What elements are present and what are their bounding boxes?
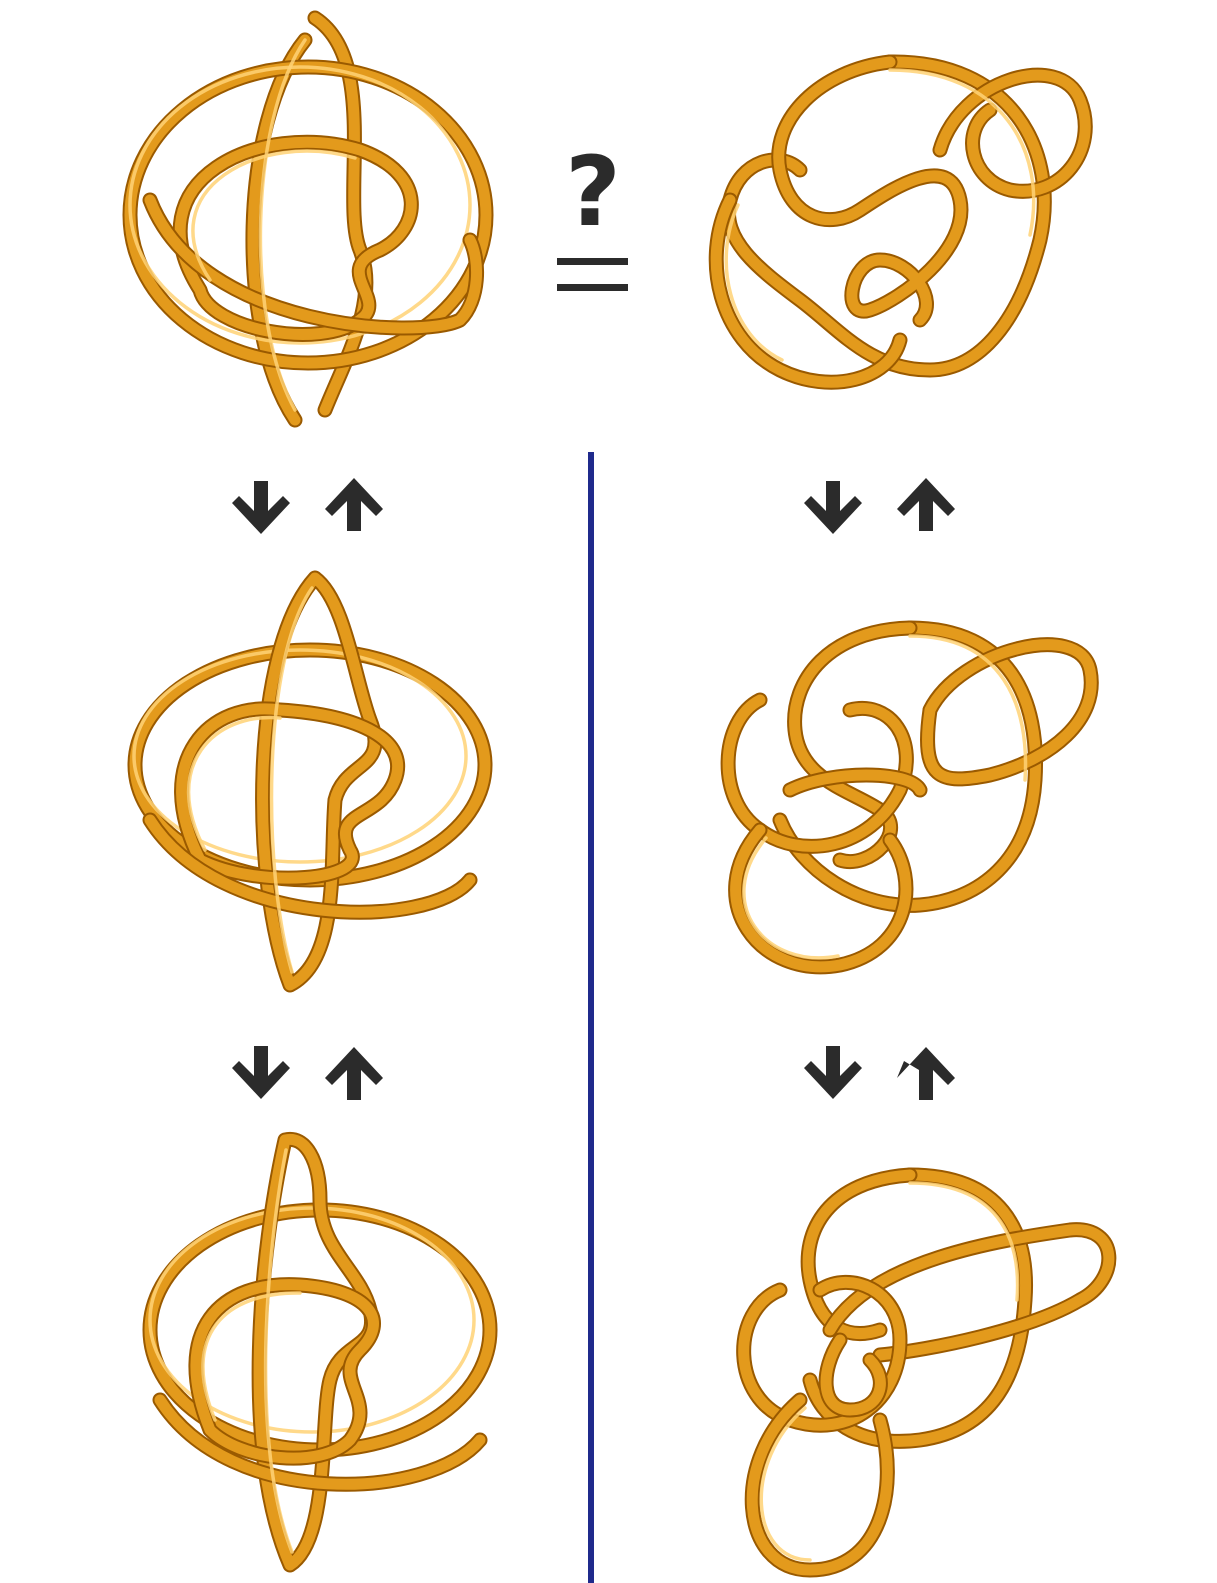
arrow-pair-right-2 xyxy=(804,1046,955,1100)
knot-right-3 xyxy=(736,1167,1117,1578)
arrow-down-icon xyxy=(804,1046,862,1099)
arrow-up-icon xyxy=(897,478,955,531)
question-mark: ? xyxy=(565,136,621,248)
arrow-pair-left-2 xyxy=(232,1046,383,1100)
arrow-pair-right-1 xyxy=(804,478,955,534)
arrow-down-icon xyxy=(232,481,290,534)
arrow-up-icon xyxy=(897,1047,955,1100)
knot-left-1 xyxy=(122,10,494,428)
arrow-down-icon xyxy=(804,481,862,534)
knot-left-3 xyxy=(142,1131,498,1573)
knot-right-1 xyxy=(708,54,1093,390)
knot-right-2 xyxy=(720,620,1099,975)
knot-left-2 xyxy=(127,570,493,993)
question-equal-sign: ? xyxy=(557,136,628,291)
arrow-pair-left-1 xyxy=(232,478,383,534)
arrow-up-icon xyxy=(325,478,383,531)
arrow-down-icon xyxy=(232,1046,290,1099)
arrow-up-icon xyxy=(325,1047,383,1100)
